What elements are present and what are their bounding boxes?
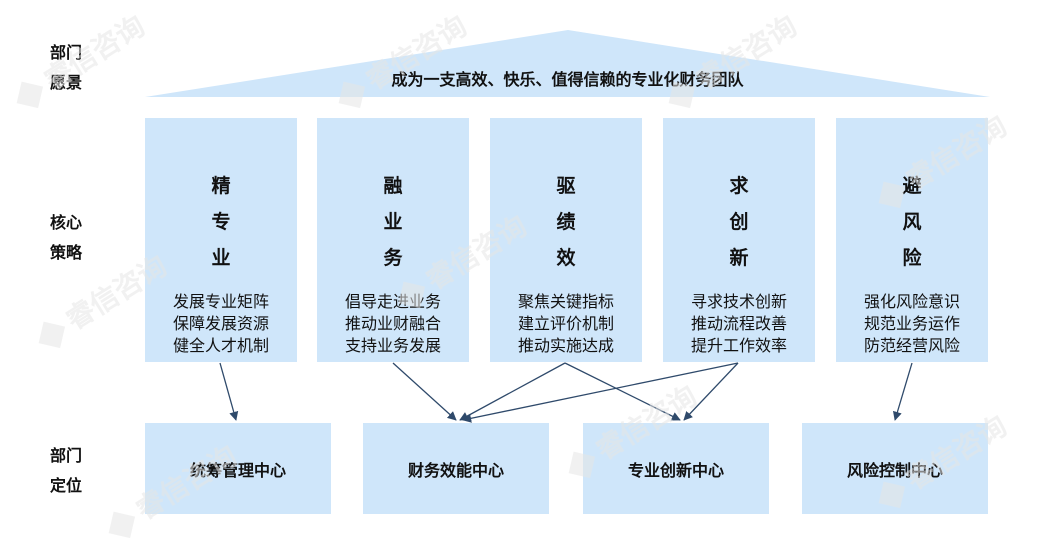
arrow-line — [462, 362, 739, 423]
pillar-desc-line: 健全人才机制 — [172, 336, 269, 355]
pillar-title-char: 效 — [556, 247, 576, 269]
pillar-bifengxian: 避 风 险 强化风险意识 规范业务运作 防范经营风险 — [836, 118, 988, 362]
pillar-title-char: 务 — [383, 247, 403, 269]
pillar-desc-line: 推动流程改善 — [690, 314, 787, 333]
pillar-desc-line: 寻求技术创新 — [690, 292, 787, 311]
pillar-jingzhuanye: 精 专 业 发展专业矩阵 保障发展资源 健全人才机制 — [145, 118, 297, 362]
pillar-desc-line: 强化风险意识 — [863, 292, 960, 311]
section-label-vision: 部门 愿景 — [50, 38, 94, 98]
arrow-line — [683, 362, 739, 421]
pillar-title: 融 业 务 — [317, 168, 469, 276]
arrow-line — [459, 362, 566, 421]
arrow-line — [392, 362, 457, 421]
pillar-title-char: 新 — [729, 247, 749, 269]
pillar-title: 精 专 业 — [145, 168, 297, 276]
pillar-desc-line: 规范业务运作 — [863, 314, 960, 333]
pillar-desc-line: 提升工作效率 — [690, 336, 787, 355]
pillar-desc-line: 聚焦关键指标 — [517, 292, 614, 311]
vision-roof — [145, 30, 990, 97]
watermark-logo-icon — [38, 321, 66, 349]
pillar-title-char: 业 — [383, 211, 403, 233]
pillar-description: 倡导走进业务 推动业财融合 支持业务发展 — [317, 291, 469, 357]
vision-text: 成为一支高效、快乐、值得信赖的专业化财务团队 — [391, 70, 744, 89]
pillar-title-char: 避 — [902, 175, 922, 197]
pillar-title-char: 专 — [211, 211, 231, 233]
pillar-desc-line: 推动实施达成 — [517, 336, 614, 355]
arrow-line — [219, 362, 239, 421]
pillar-title-char: 险 — [902, 247, 922, 269]
pillar-desc-line: 支持业务发展 — [344, 336, 441, 355]
center-box-management: 统筹管理中心 — [145, 423, 331, 514]
center-box-risk: 风险控制中心 — [802, 423, 988, 514]
pillar-description: 寻求技术创新 推动流程改善 提升工作效率 — [663, 291, 815, 357]
pillar-qiuchuangxin: 求 创 新 寻求技术创新 推动流程改善 提升工作效率 — [663, 118, 815, 362]
pillar-title-char: 驱 — [556, 175, 576, 197]
pillar-desc-line: 保障发展资源 — [172, 314, 269, 333]
pillar-title: 避 风 险 — [836, 168, 988, 276]
pillar-title-char: 业 — [211, 247, 231, 269]
section-label-strategy: 核心 策略 — [50, 208, 94, 268]
section-label-line: 核心 — [50, 213, 83, 232]
pillar-title-char: 风 — [902, 211, 922, 233]
pillar-qujixiao: 驱 绩 效 聚焦关键指标 建立评价机制 推动实施达成 — [490, 118, 642, 362]
center-box-efficiency: 财务效能中心 — [363, 423, 549, 514]
pillar-title-char: 精 — [211, 175, 231, 197]
arrow-line — [892, 362, 913, 421]
pillar-desc-line: 发展专业矩阵 — [172, 292, 269, 311]
pillar-desc-line: 推动业财融合 — [344, 314, 441, 333]
pillar-title: 驱 绩 效 — [490, 168, 642, 276]
arrow-line — [564, 362, 681, 421]
pillar-title-char: 创 — [729, 211, 749, 233]
pillar-title: 求 创 新 — [663, 168, 815, 276]
pillar-title-char: 求 — [729, 175, 749, 197]
pillar-title-char: 绩 — [556, 211, 576, 233]
section-label-line: 定位 — [50, 476, 83, 495]
pillar-description: 聚焦关键指标 建立评价机制 推动实施达成 — [490, 291, 642, 357]
pillar-description: 强化风险意识 规范业务运作 防范经营风险 — [836, 291, 988, 357]
pillar-desc-line: 防范经营风险 — [863, 336, 960, 355]
section-label-line: 部门 — [50, 43, 83, 62]
section-label-line: 部门 — [50, 446, 83, 465]
pillar-rongyewu: 融 业 务 倡导走进业务 推动业财融合 支持业务发展 — [317, 118, 469, 362]
pillar-description: 发展专业矩阵 保障发展资源 健全人才机制 — [145, 291, 297, 357]
pillar-desc-line: 倡导走进业务 — [344, 292, 441, 311]
section-label-position: 部门 定位 — [50, 441, 94, 501]
section-label-line: 愿景 — [50, 73, 83, 92]
center-box-innovation: 专业创新中心 — [583, 423, 769, 514]
pillar-desc-line: 建立评价机制 — [517, 314, 614, 333]
watermark-logo-icon — [108, 511, 136, 539]
section-label-line: 策略 — [50, 243, 83, 262]
pillar-title-char: 融 — [383, 175, 403, 197]
